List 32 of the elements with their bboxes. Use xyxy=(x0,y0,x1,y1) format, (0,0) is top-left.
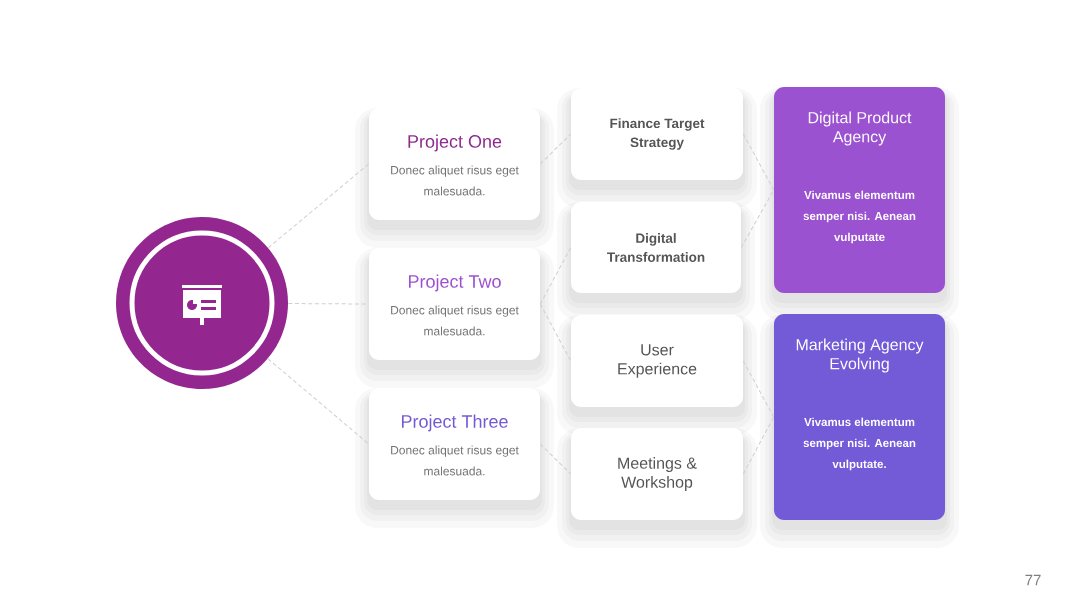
topic-box: Digital Transformation xyxy=(571,202,741,293)
card-text: Donec aliquet risus eget malesuada. xyxy=(391,305,519,336)
card-text: Donec aliquet risus eget malesuada. xyxy=(391,445,519,476)
circle-badge xyxy=(116,217,288,389)
connector-line xyxy=(539,443,572,475)
project-card xyxy=(369,388,540,500)
node-label: Finance Target Strategy xyxy=(610,118,705,150)
topic-box: User Experience xyxy=(571,315,743,407)
card-title: Project One xyxy=(408,134,502,152)
card-title: Project Two xyxy=(409,274,501,292)
connector-line xyxy=(539,247,572,305)
connector-line xyxy=(539,133,572,165)
connector-line xyxy=(742,360,775,418)
project-card xyxy=(369,248,540,360)
connector-line xyxy=(742,416,775,475)
page-number: 77 xyxy=(1025,574,1041,586)
connector-line xyxy=(539,303,572,362)
connector-line xyxy=(267,163,370,249)
card-text: Donec aliquet risus eget malesuada. xyxy=(391,165,519,196)
connector-line xyxy=(742,133,775,191)
card-title: Project Three xyxy=(401,414,508,432)
connector-line xyxy=(267,358,370,445)
connector-line xyxy=(740,189,775,248)
topic-box: Finance Target Strategy xyxy=(571,88,743,180)
card-title: Marketing Agency Evolving xyxy=(796,338,924,373)
agency-card xyxy=(774,87,945,293)
topic-box: Meetings & Workshop xyxy=(571,428,743,520)
project-card xyxy=(369,108,540,220)
card-text: Vivamus elementum semper nisi. Aenean vulputate. xyxy=(803,417,916,471)
card-text: Vivamus elementum semper nisi. Aenean vulputate xyxy=(803,190,916,244)
agency-card xyxy=(774,314,945,520)
card-title: Digital Product Agency xyxy=(808,111,912,146)
